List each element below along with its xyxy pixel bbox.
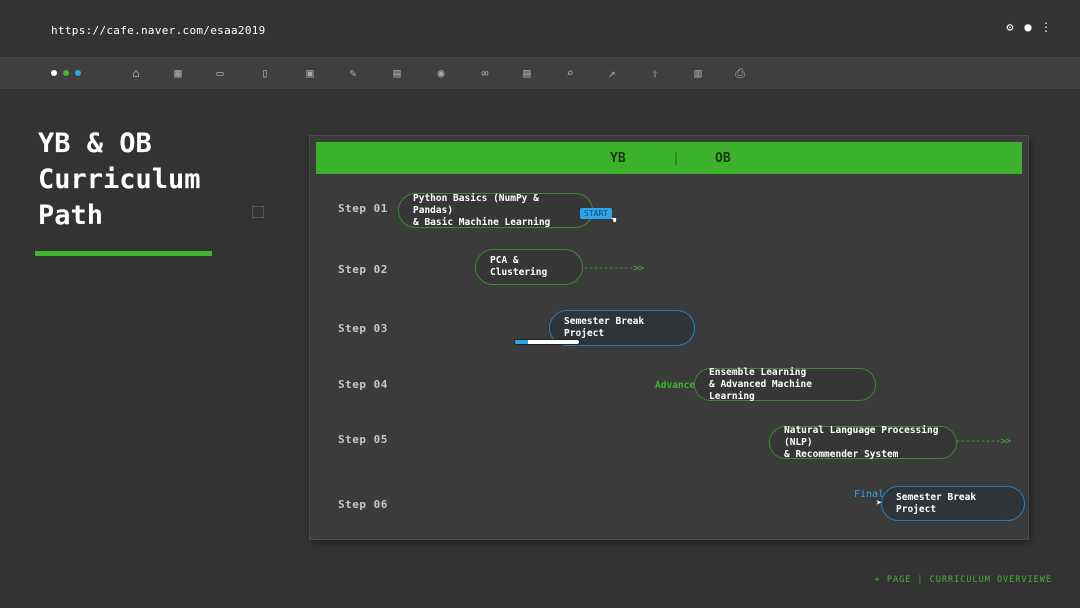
step-02-arrow: ---------->> xyxy=(583,263,644,274)
step-label: Step 03 xyxy=(338,322,388,335)
header-yb: YB xyxy=(610,151,626,166)
title-line-3: Path xyxy=(38,200,104,231)
step-05-line2: & Recommender System xyxy=(784,448,899,460)
cursor-hand-icon: ☚ xyxy=(611,216,617,226)
step-06-line1: Semester Break Project xyxy=(896,491,977,515)
step-05-line1: Natural Language Processing (NLP) xyxy=(784,424,939,448)
more-vertical-icon[interactable]: ⋮ xyxy=(1040,20,1052,34)
step-label: Step 02 xyxy=(338,263,388,276)
dot-green xyxy=(63,70,69,76)
advanced-tag: Advanced xyxy=(655,380,701,391)
small-square-icon xyxy=(252,206,264,218)
step-04-line2: & Advanced Machine Learning xyxy=(709,378,812,402)
title-underline xyxy=(35,251,212,256)
save-icon[interactable]: ▤ xyxy=(393,66,401,80)
header-separator: | xyxy=(672,151,680,166)
header-ob: OB xyxy=(715,151,731,166)
print-icon[interactable]: ⎙ xyxy=(735,66,745,80)
step-02-node[interactable]: PCA & Clustering xyxy=(475,249,583,285)
title-line-1: YB & OB xyxy=(38,128,152,159)
info-icon[interactable]: ● xyxy=(1024,20,1032,34)
cursor-arrow-icon: ➤ xyxy=(876,498,883,509)
top-icons: ⚙ ● ⋮ xyxy=(1004,20,1052,34)
upload-icon[interactable]: ⇪ xyxy=(651,66,659,80)
window-dots xyxy=(51,70,81,76)
chart-icon[interactable]: ▥ xyxy=(694,66,702,80)
step-04-line1: Ensemble Learning xyxy=(709,366,807,378)
dot-blue xyxy=(75,70,81,76)
url-text[interactable]: https://cafe.naver.com/esaa2019 xyxy=(51,24,266,37)
image-icon[interactable]: ▣ xyxy=(306,66,314,80)
step-label: Step 06 xyxy=(338,498,388,511)
home-icon[interactable]: ⌂ xyxy=(132,66,140,80)
step-03-line1: Semester Break Project xyxy=(564,316,645,339)
final-tag: Final xyxy=(854,489,885,500)
edit-icon[interactable]: ✎ xyxy=(349,66,357,80)
gear-icon[interactable]: ⚙ xyxy=(1006,20,1014,34)
step-label: Step 04 xyxy=(338,378,388,391)
panel-header: YB | OB xyxy=(316,142,1022,174)
curriculum-panel: YB | OB Step 01 Python Basics (NumPy & P… xyxy=(309,135,1029,540)
file-icon[interactable]: ▯ xyxy=(261,66,269,80)
step-03-progress-fill xyxy=(515,340,528,344)
step-02-line1: PCA & Clustering xyxy=(490,255,548,278)
step-01-line1: Python Basics (NumPy & Pandas) xyxy=(413,192,539,216)
document-icon[interactable]: ▤ xyxy=(523,66,531,80)
external-icon[interactable]: ↗ xyxy=(608,66,616,80)
toolbar: ⌂ ▦ ▭ ▯ ▣ ✎ ▤ ◉ ∞ ▤ ⌕ ↗ ⇪ ▥ ⎙ xyxy=(0,57,1080,90)
grid-icon[interactable]: ▦ xyxy=(174,66,182,80)
page-title: YB & OB Curriculum Path xyxy=(38,126,238,234)
step-05-node[interactable]: Natural Language Processing (NLP) & Reco… xyxy=(769,424,957,460)
step-06-node[interactable]: Semester Break Project xyxy=(881,486,1025,521)
step-label: Step 01 xyxy=(338,202,388,215)
eye-icon[interactable]: ◉ xyxy=(437,66,445,80)
step-05-arrow: --------->> xyxy=(955,436,1011,447)
start-badge: START xyxy=(580,208,613,219)
folder-icon[interactable]: ▭ xyxy=(216,66,224,80)
step-01-node[interactable]: Python Basics (NumPy & Pandas) & Basic M… xyxy=(398,193,593,228)
step-01-line2: & Basic Machine Learning xyxy=(413,216,551,228)
step-label: Step 05 xyxy=(338,433,388,446)
top-bar: https://cafe.naver.com/esaa2019 ⚙ ● ⋮ xyxy=(0,0,1080,56)
link-icon[interactable]: ∞ xyxy=(481,66,489,80)
title-line-2: Curriculum xyxy=(38,164,201,195)
footer-caption: + PAGE | CURRICULUM OVERVIEWE xyxy=(874,575,1052,585)
step-04-node[interactable]: Ensemble Learning & Advanced Machine Lea… xyxy=(694,366,876,402)
search-icon[interactable]: ⌕ xyxy=(566,66,574,80)
step-03-progress xyxy=(514,339,580,345)
dot-white xyxy=(51,70,57,76)
